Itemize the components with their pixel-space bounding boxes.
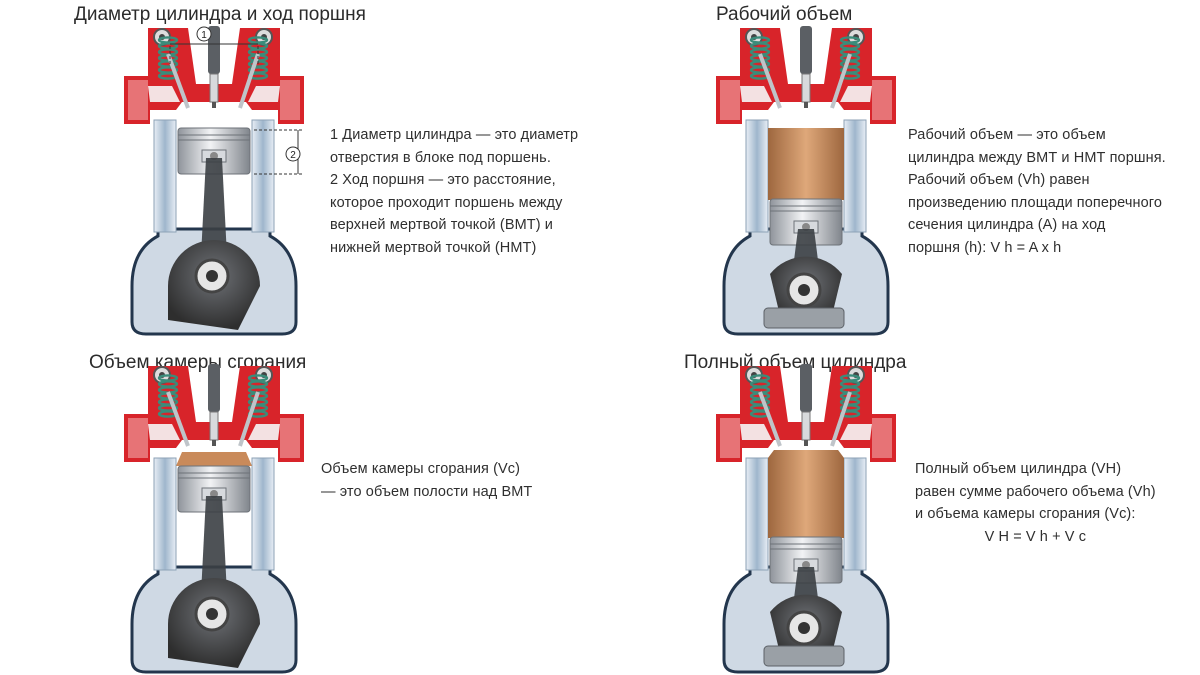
text-line: и объема камеры сгорания (Vc): xyxy=(915,506,1136,522)
cylinder-wall-right xyxy=(843,119,867,233)
text-line: верхней мертвой точкой (ВМТ) и xyxy=(330,217,553,233)
text-line: — это объем полости над ВМТ xyxy=(321,483,533,500)
exhaust-valve xyxy=(238,53,260,109)
text-line: которое проходит поршень между xyxy=(330,194,563,211)
exhaust-valve xyxy=(830,391,852,447)
engine-cross-section-icon xyxy=(716,364,896,674)
text-line: 1 Диаметр цилиндра — это диаметр xyxy=(330,127,579,143)
crankshaft-icon xyxy=(770,256,842,324)
crankshaft-icon xyxy=(168,240,260,330)
exhaust-valve xyxy=(238,391,260,447)
description-bore-stroke: 1 Диаметр цилиндра — это диаметр отверст… xyxy=(330,124,578,259)
formula-total-volume: V H = V h + V c xyxy=(984,528,1087,545)
text-line: сечения цилиндра (А) на ход xyxy=(908,217,1106,233)
spark-plug-icon xyxy=(208,364,220,446)
engine-cross-section-icon: 1 2 xyxy=(124,26,304,336)
intake-valve xyxy=(758,391,782,447)
combustion-chamber-fill xyxy=(176,452,252,466)
text-line: цилиндра между ВМТ и НМТ поршня. xyxy=(908,149,1166,166)
description-combustion-chamber: Объем камеры сгорания (Vc) — это объем п… xyxy=(321,458,532,503)
stroke-dimension-marker xyxy=(254,129,303,175)
cylinder-wall-right xyxy=(251,119,275,233)
exhaust-valve xyxy=(830,53,852,109)
marker-2-label: 2 xyxy=(290,150,296,161)
panel-title-displacement: Рабочий объем xyxy=(716,4,853,25)
crankshaft-icon xyxy=(168,578,260,668)
text-line: нижней мертвой точкой (НМТ) xyxy=(330,239,537,256)
intake-valve xyxy=(166,391,190,447)
marker-1-label: 1 xyxy=(201,30,207,41)
cylinder-wall-left xyxy=(745,457,769,571)
text-line: 2 Ход поршня — это расстояние, xyxy=(330,172,556,188)
intake-valve xyxy=(758,53,782,109)
description-total-volume: Полный объем цилиндра (VH) равен сумме р… xyxy=(915,458,1156,548)
crankshaft-icon xyxy=(770,594,842,662)
text-line: равен сумме рабочего объема (Vh) xyxy=(915,483,1156,500)
engine-cross-section-icon xyxy=(716,26,896,336)
description-displacement: Рабочий объем — это объем цилиндра между… xyxy=(908,124,1166,259)
text-line: произведению площади поперечного xyxy=(908,194,1163,211)
cylinder-wall-left xyxy=(153,457,177,571)
text-line: поршня (h): V h = A x h xyxy=(908,239,1062,256)
spark-plug-icon xyxy=(800,364,812,446)
text-line: Рабочий объем — это объем xyxy=(908,127,1106,143)
panel-title-bore-stroke: Диаметр цилиндра и ход поршня xyxy=(74,4,366,25)
text-line: Рабочий объем (Vh) равен xyxy=(908,172,1090,188)
engine-cross-section-icon xyxy=(124,364,304,674)
text-line: Полный объем цилиндра (VH) xyxy=(915,461,1122,477)
cylinder-wall-right xyxy=(251,457,275,571)
text-line: Объем камеры сгорания (Vc) xyxy=(321,461,521,477)
cylinder-wall-left xyxy=(153,119,177,233)
cylinder-wall-right xyxy=(843,457,867,571)
spark-plug-icon xyxy=(208,26,220,108)
intake-valve xyxy=(166,53,190,109)
spark-plug-icon xyxy=(800,26,812,108)
bore-dimension-marker xyxy=(169,26,259,64)
text-line: отверстия в блоке под поршень. xyxy=(330,149,551,166)
cylinder-wall-left xyxy=(745,119,769,233)
